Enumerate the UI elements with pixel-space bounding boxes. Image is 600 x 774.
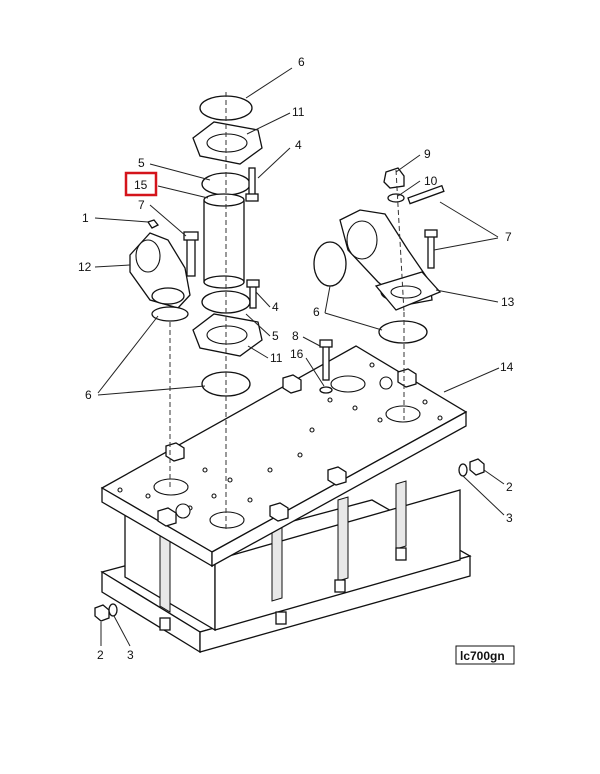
reference-code-box: lc700gn xyxy=(455,645,515,665)
callout-1: 1 xyxy=(82,211,89,225)
callout-6: 6 xyxy=(298,55,305,69)
callout-11: 11 xyxy=(292,105,305,119)
callout-2-right: 2 xyxy=(506,480,513,494)
callout-6-right: 6 xyxy=(313,305,320,319)
callout-7-right: 7 xyxy=(505,230,512,244)
plug-washer-left xyxy=(94,603,118,622)
callout-7: 7 xyxy=(138,198,145,212)
callout-3-right: 3 xyxy=(506,511,513,525)
callout-9: 9 xyxy=(424,147,431,161)
callout-12: 12 xyxy=(78,260,92,274)
callout-14: 14 xyxy=(500,360,514,374)
callout-10: 10 xyxy=(424,174,438,188)
callout-11-lower: 11 xyxy=(270,351,283,365)
reference-code: lc700gn xyxy=(460,649,505,663)
callout-4: 4 xyxy=(295,138,302,152)
left-elbow-assembly xyxy=(129,219,199,322)
top-plate-nuts xyxy=(157,368,417,527)
callout-4-lower: 4 xyxy=(272,300,279,314)
housing-block xyxy=(100,345,472,654)
callout-15: 15 xyxy=(134,178,148,192)
callout-13: 13 xyxy=(501,295,515,309)
callout-8: 8 xyxy=(292,329,299,343)
callout-5: 5 xyxy=(138,156,145,170)
callout-5-lower: 5 xyxy=(272,329,279,343)
center-cylinder-stack xyxy=(192,95,263,397)
bottom-nuts xyxy=(159,547,407,631)
highlight-box xyxy=(124,171,158,197)
callout-16: 16 xyxy=(290,347,304,361)
callout-2-left: 2 xyxy=(97,648,104,662)
callout-labels: 6 11 4 5 15 7 1 12 4 5 11 6 9 10 7 13 6 … xyxy=(78,55,515,662)
callout-6-left: 6 xyxy=(85,388,92,402)
callout-3-left: 3 xyxy=(127,648,134,662)
right-elbow-assembly xyxy=(313,167,445,394)
plug-washer-right xyxy=(458,458,485,477)
